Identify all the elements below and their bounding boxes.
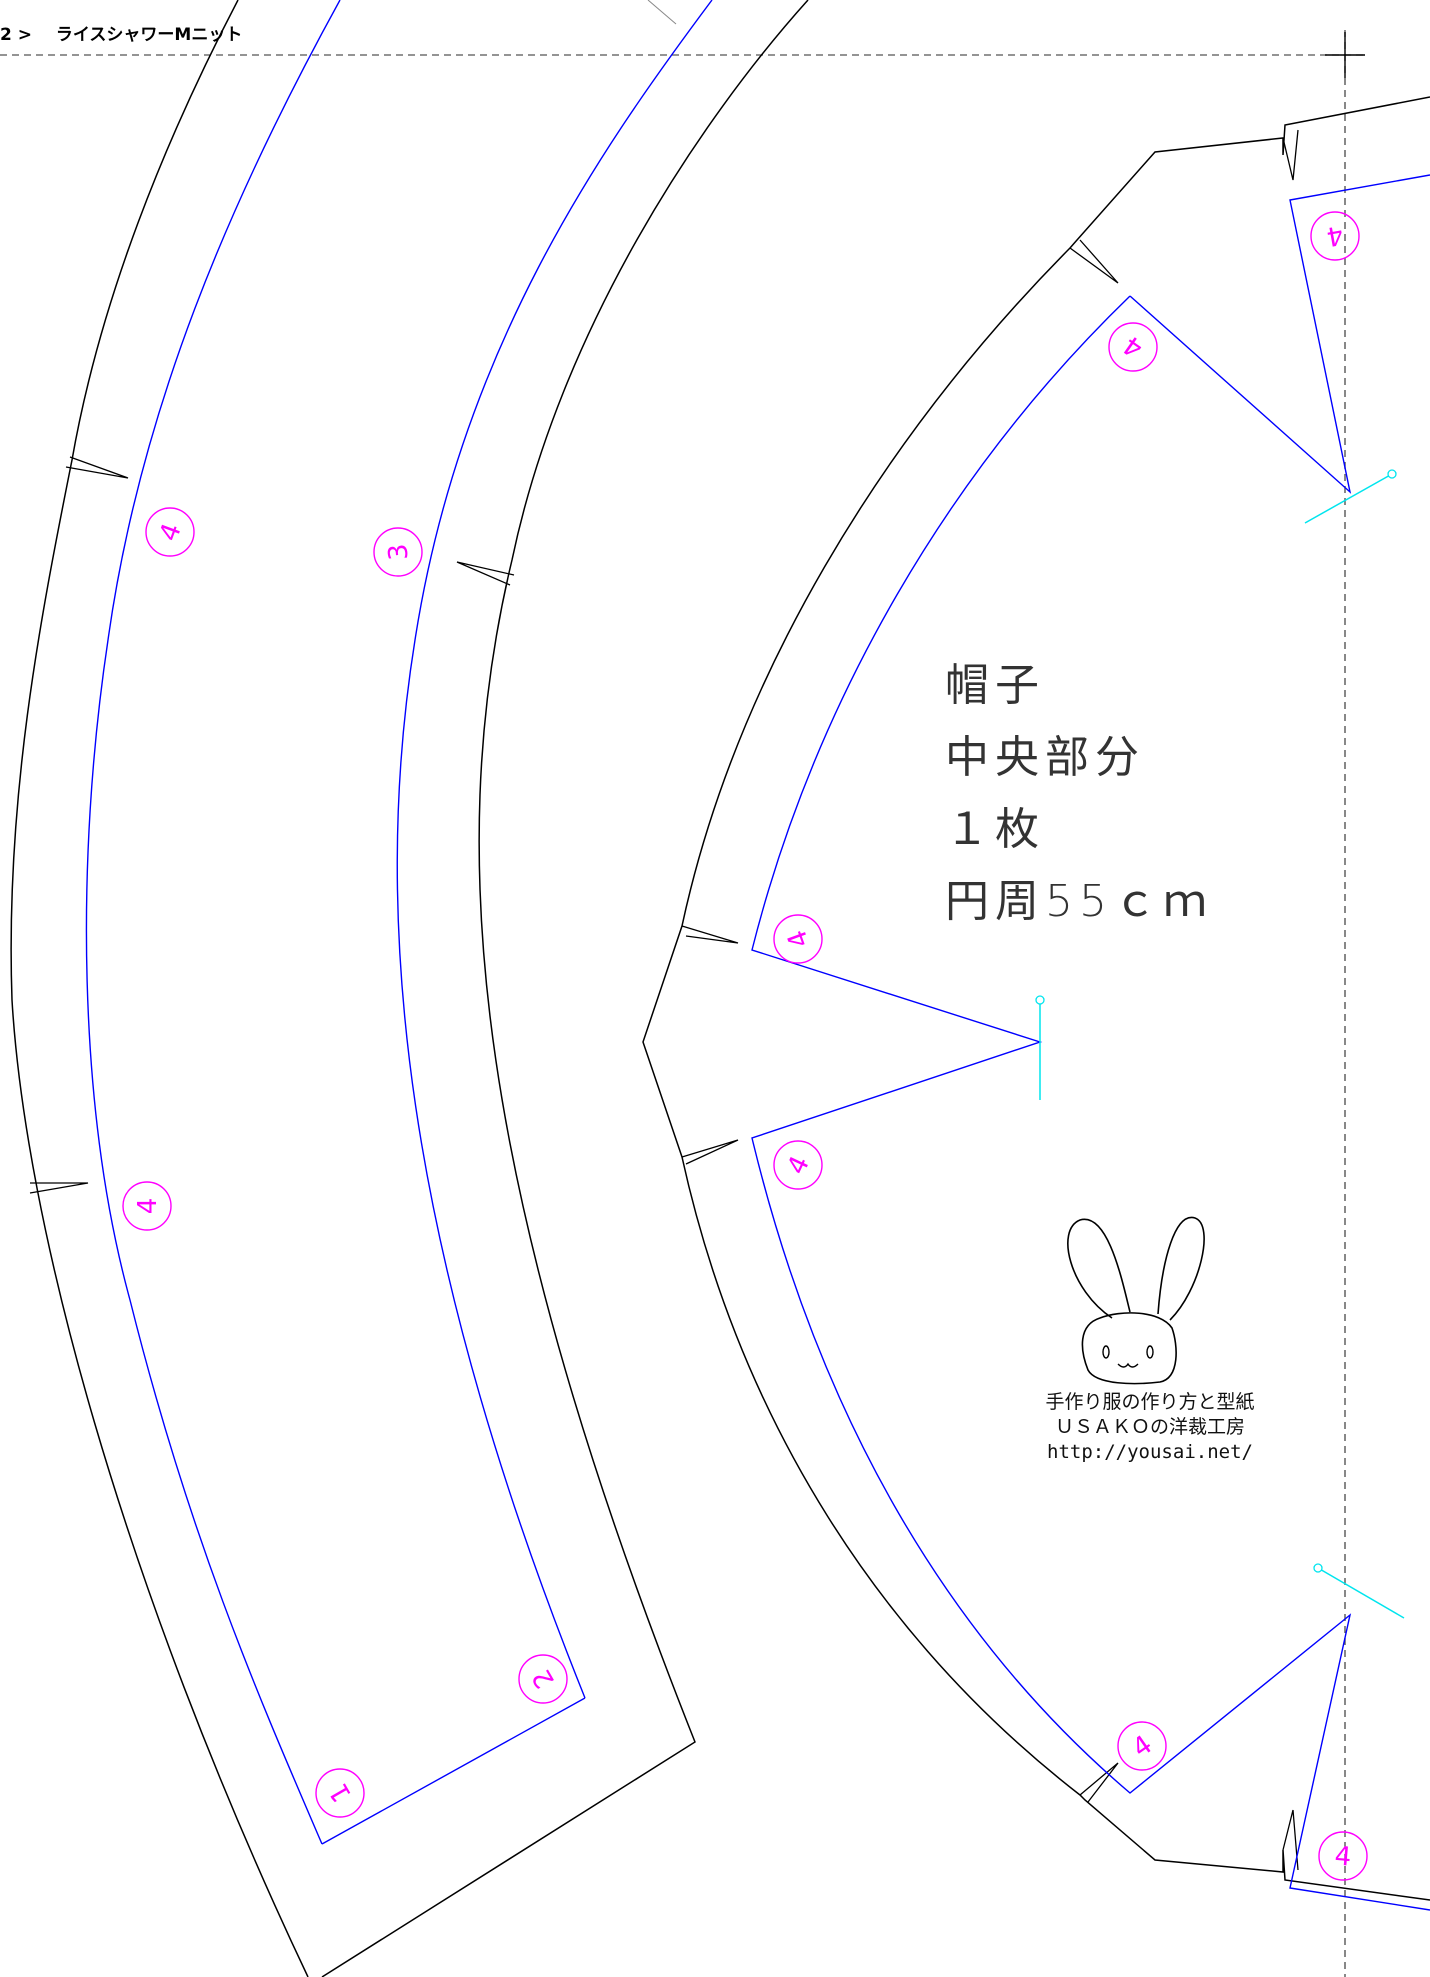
notch-mark bbox=[681, 1139, 739, 1165]
dart-point-marker bbox=[1313, 1563, 1323, 1573]
seam-mark-4: 4 bbox=[145, 507, 195, 557]
brand-name: ＵＳＡＫＯの洋裁工房 bbox=[1054, 1416, 1245, 1438]
seam-mark-3: 3 bbox=[373, 527, 423, 577]
svg-text:4: 4 bbox=[782, 926, 816, 952]
seam-mark-4: 4 bbox=[773, 1140, 823, 1190]
notch-mark bbox=[29, 1182, 89, 1194]
seam-mark-4: 4 bbox=[122, 1181, 172, 1231]
svg-text:4: 4 bbox=[1127, 1730, 1158, 1764]
brand-url[interactable]: http://yousai.net/ bbox=[1047, 1441, 1253, 1463]
svg-text:4: 4 bbox=[1324, 219, 1346, 251]
band-inner-cut-line bbox=[321, 0, 809, 1977]
notch-mark bbox=[681, 925, 739, 944]
piece-part: 中央部分 bbox=[945, 732, 1145, 783]
seam-mark-4: 4 bbox=[1117, 1721, 1167, 1771]
notch-mark bbox=[1282, 1809, 1299, 1871]
band-inner-seam-line bbox=[396, 0, 713, 1699]
svg-text:1: 1 bbox=[324, 1778, 358, 1807]
svg-text:4: 4 bbox=[133, 1198, 163, 1215]
seam-mark-2: 2 bbox=[518, 1654, 568, 1704]
decorative-diagonal bbox=[647, 0, 677, 25]
dart-point-marker bbox=[1387, 469, 1397, 479]
seam-number-marks: 4 3 4 2 1 4 4 4 bbox=[122, 211, 1368, 1881]
svg-text:4: 4 bbox=[1118, 329, 1149, 363]
notch-mark bbox=[1282, 129, 1299, 181]
seam-mark-4: 4 bbox=[1318, 1831, 1368, 1881]
dart-point-mark bbox=[1304, 473, 1393, 524]
notch-mark bbox=[1079, 1762, 1119, 1803]
crown-seam-line bbox=[751, 295, 1430, 1911]
svg-text:3: 3 bbox=[383, 542, 414, 561]
crown-piece bbox=[642, 96, 1430, 1911]
piece-name: 帽子 bbox=[945, 660, 1045, 711]
piece-info: 帽子 中央部分 １枚 円周55ｃｍ bbox=[945, 650, 1213, 938]
svg-text:2: 2 bbox=[527, 1664, 561, 1693]
side-band-piece bbox=[10, 0, 809, 1977]
notch-mark bbox=[1069, 239, 1119, 284]
seam-mark-4: 4 bbox=[773, 914, 823, 964]
brand-block: 手作り服の作り方と型紙 ＵＳＡＫＯの洋裁工房 http://yousai.net… bbox=[940, 1390, 1360, 1465]
band-outer-cut-line bbox=[10, 0, 309, 1977]
brand-tagline: 手作り服の作り方と型紙 bbox=[1045, 1391, 1255, 1413]
band-seam-end bbox=[321, 1697, 586, 1845]
seam-mark-1: 1 bbox=[315, 1768, 365, 1818]
svg-text:4: 4 bbox=[154, 519, 188, 545]
notch-mark bbox=[456, 561, 515, 586]
page-header: 2 > ライスシャワーMニット bbox=[0, 20, 242, 45]
band-outer-seam-line bbox=[85, 0, 341, 1845]
seam-mark-4: 4 bbox=[1310, 211, 1360, 261]
rabbit-logo-icon bbox=[1067, 1216, 1205, 1385]
crown-top-dart-seam bbox=[1129, 174, 1430, 494]
crown-outer-cut-line bbox=[642, 96, 1430, 1901]
dart-point-marker bbox=[1035, 995, 1045, 1005]
piece-circumference: 円周55ｃｍ bbox=[945, 876, 1213, 927]
notch-mark bbox=[65, 456, 129, 479]
seam-mark-4: 4 bbox=[1108, 322, 1158, 372]
pattern-title: ライスシャワーMニット bbox=[55, 25, 243, 45]
svg-text:4: 4 bbox=[1333, 1841, 1352, 1872]
piece-quantity: １枚 bbox=[945, 804, 1045, 855]
dart-point-mark bbox=[1317, 1567, 1405, 1619]
page-number: 2 > bbox=[0, 25, 32, 45]
svg-text:4: 4 bbox=[782, 1152, 816, 1180]
